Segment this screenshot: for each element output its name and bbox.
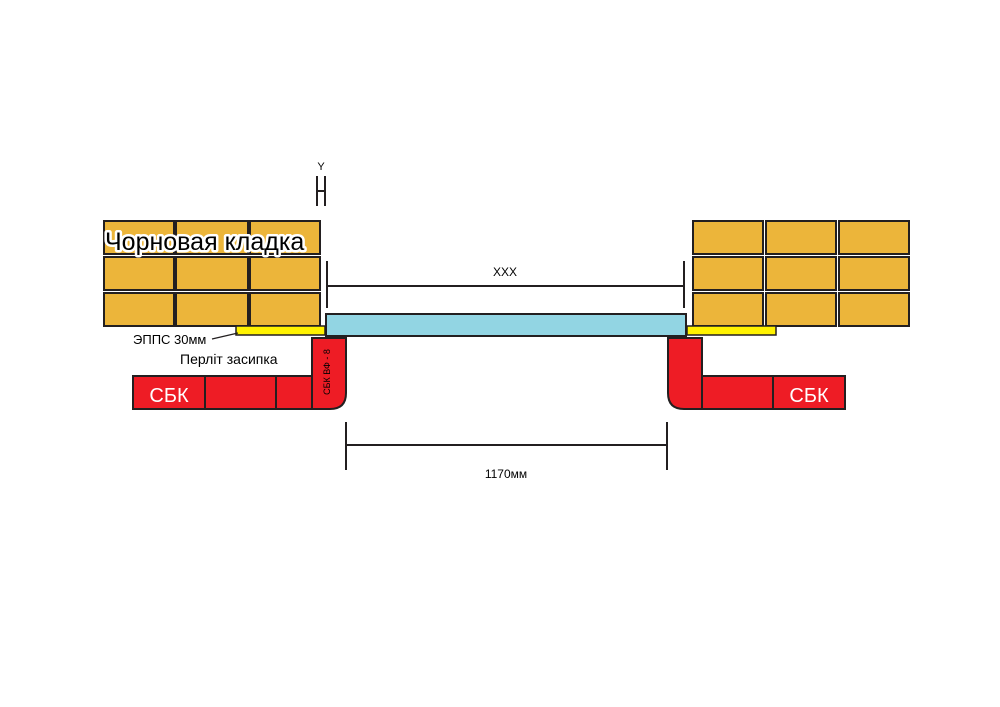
insulation-left xyxy=(235,325,326,336)
brick xyxy=(765,256,837,291)
brick xyxy=(103,292,175,327)
brick xyxy=(175,292,249,327)
brick xyxy=(175,256,249,291)
brick xyxy=(249,256,321,291)
brick xyxy=(838,220,910,255)
brick xyxy=(838,292,910,327)
brick xyxy=(175,220,249,255)
brick xyxy=(692,292,764,327)
brick xyxy=(692,256,764,291)
sbk-block xyxy=(772,375,846,410)
opening-dimension xyxy=(326,261,685,308)
right-masonry xyxy=(692,220,910,327)
sbk-left xyxy=(132,375,313,410)
brick xyxy=(765,292,837,327)
width-dimension xyxy=(345,422,668,470)
y-marker xyxy=(316,176,326,206)
sbk-block xyxy=(132,375,206,410)
brick xyxy=(249,220,321,255)
sbk-vf-label: СБК ВФ - 8 xyxy=(322,349,332,395)
perlite-label: Перліт засипка xyxy=(180,351,278,367)
sbk-right xyxy=(701,375,846,410)
glass-plate xyxy=(325,313,687,337)
epps-leader xyxy=(211,332,239,340)
left-masonry xyxy=(103,220,321,327)
brick xyxy=(838,256,910,291)
brick xyxy=(765,220,837,255)
insulation-right xyxy=(686,325,777,336)
brick xyxy=(249,292,321,327)
sbk-block xyxy=(275,375,313,410)
y-marker-label: Y xyxy=(317,161,325,173)
brick xyxy=(692,220,764,255)
width-label: 1170мм xyxy=(485,467,527,481)
rough-masonry-label: Чорновая кладка xyxy=(105,228,304,256)
sbk-left-label: СБК xyxy=(149,385,189,407)
sbk-right-label: СБК xyxy=(789,385,829,407)
brick xyxy=(103,220,175,255)
opening-label: XXX xyxy=(493,265,517,279)
brick xyxy=(103,256,175,291)
sbk-vf-left xyxy=(311,337,347,410)
sbk-block xyxy=(204,375,277,410)
sbk-vf-right xyxy=(667,337,703,410)
sbk-block xyxy=(701,375,774,410)
epps-label: ЭППС 30мм xyxy=(133,332,206,347)
